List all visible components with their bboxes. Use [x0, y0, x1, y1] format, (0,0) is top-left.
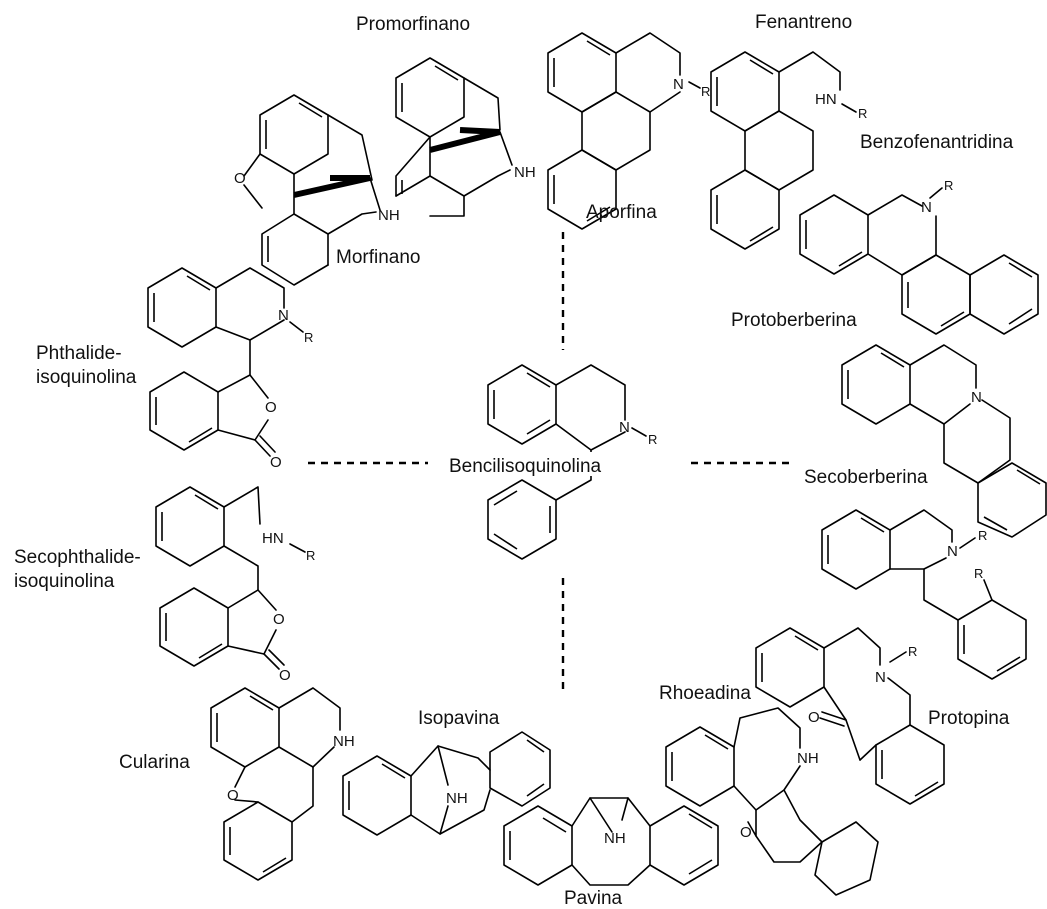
- label-morfinano: Morfinano: [336, 247, 421, 268]
- structure-benzofenantridina: [799, 187, 1039, 335]
- label-protopina: Protopina: [928, 708, 1010, 729]
- structure-fenantreno: [710, 51, 857, 250]
- protopina-n-atom: N: [875, 669, 886, 686]
- structure-pavina: [503, 797, 719, 886]
- structure-rhoeadina: [665, 707, 879, 896]
- structure-protoberberina: [841, 344, 1047, 538]
- label-rhoeadina: Rhoeadina: [659, 683, 751, 704]
- structure-cularina: [210, 687, 341, 881]
- label-bencilisoquinolina: Bencilisoquinolina: [449, 456, 602, 477]
- aporfina-r-group: R: [701, 84, 710, 99]
- benzofen-r-group: R: [944, 178, 953, 193]
- label-secophthalide-1: Secophthalide-: [14, 547, 141, 568]
- rhoeadina-o-atom: O: [740, 824, 752, 841]
- label-aporfina: Aporfina: [586, 202, 657, 223]
- label-phthalide-2: isoquinolina: [36, 367, 137, 388]
- label-isopavina: Isopavina: [418, 708, 500, 729]
- benzofen-n-atom: N: [921, 199, 932, 216]
- phthalide-n-atom: N: [278, 307, 289, 324]
- label-secoberberina: Secoberberina: [804, 467, 928, 488]
- connectors: [308, 232, 792, 694]
- morfinano-nh-atom: NH: [378, 207, 400, 224]
- rhoeadina-nh-atom: NH: [797, 750, 819, 767]
- structure-protopina: [755, 627, 945, 805]
- cularina-o-atom: O: [227, 787, 239, 804]
- isopavina-nh-atom: NH: [446, 790, 468, 807]
- label-secophthalide-2: isoquinolina: [14, 571, 115, 592]
- aporfina-n-atom: N: [673, 76, 684, 93]
- label-benzofenantridina: Benzofenantridina: [860, 132, 1014, 153]
- promorf-nh-atom: NH: [514, 164, 536, 181]
- structure-promorfinano: [395, 57, 513, 217]
- structure-isopavina: [342, 731, 551, 836]
- structure-morfinano: [243, 94, 381, 286]
- phthalide-o-ring: O: [265, 399, 277, 416]
- protopina-o-carbonyl: O: [808, 709, 820, 726]
- morfinano-o-atom: O: [234, 170, 246, 187]
- label-cularina: Cularina: [119, 752, 190, 773]
- label-fenantreno: Fenantreno: [755, 12, 852, 33]
- structure-aporfina: [547, 32, 701, 230]
- phthalide-r-group: R: [304, 330, 313, 345]
- structure-secoberberina: [821, 509, 1027, 680]
- label-phthalide-1: Phthalide-: [36, 343, 122, 364]
- center-n-atom: N: [619, 419, 630, 436]
- structure-phthalide-isoquinolina: [147, 267, 304, 457]
- secoberberina-r-group: R: [978, 528, 987, 543]
- center-r-group: R: [648, 432, 657, 447]
- label-pavina: Pavina: [564, 888, 623, 909]
- secophthalide-o-carbonyl: O: [279, 667, 291, 684]
- protopina-r-group: R: [908, 644, 917, 659]
- label-protoberberina: Protoberberina: [731, 310, 857, 331]
- secophthalide-r-group: R: [306, 548, 315, 563]
- secoberberina-r-aryl: R: [974, 566, 983, 581]
- cularina-nh-atom: NH: [333, 733, 355, 750]
- secophthalide-hn-atom: HN: [262, 530, 284, 547]
- phthalide-o-carbonyl: O: [270, 454, 282, 471]
- secoberberina-n-atom: N: [947, 543, 958, 560]
- protoberberina-n-atom: N: [971, 389, 982, 406]
- pavina-nh-atom: NH: [604, 830, 626, 847]
- structure-secophthalide: [155, 486, 306, 670]
- fenantreno-hn-atom: HN: [815, 91, 837, 108]
- secophthalide-o-ring: O: [273, 611, 285, 628]
- fenantreno-r-group: R: [858, 106, 867, 121]
- label-promorfinano: Promorfinano: [356, 14, 470, 35]
